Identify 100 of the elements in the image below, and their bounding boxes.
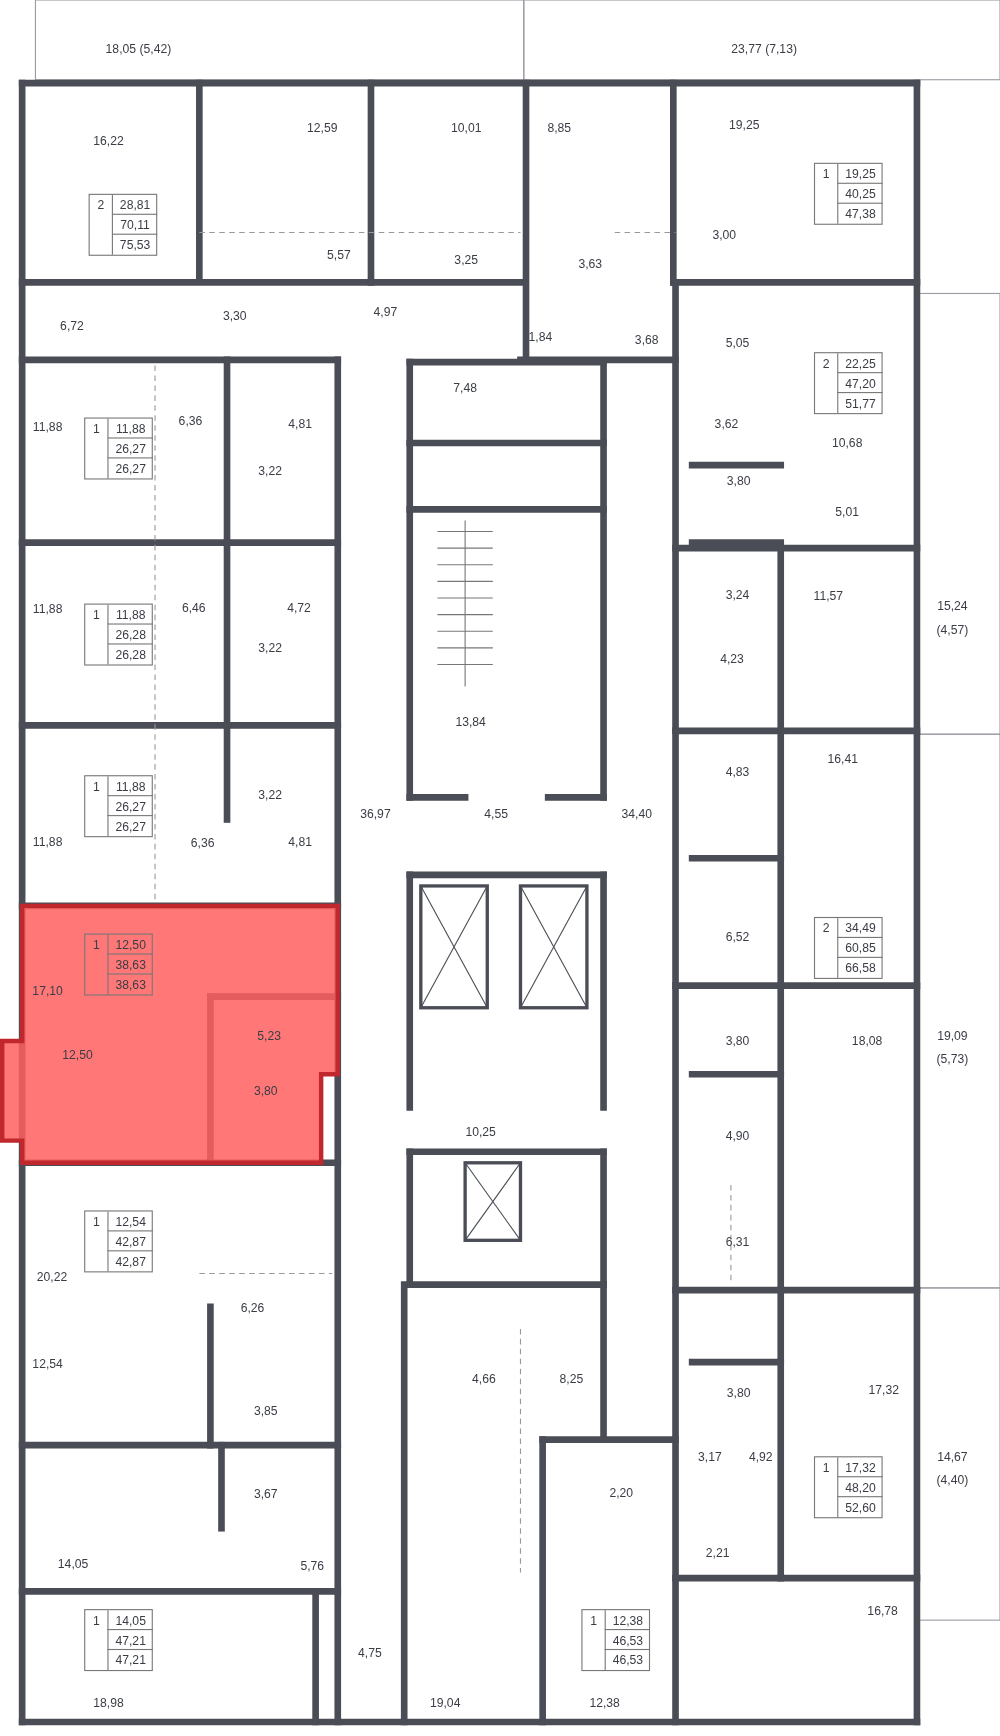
apartment-info-table: [813, 916, 883, 979]
area-label: 19,25: [728, 117, 760, 134]
room-count: 1: [91, 1612, 101, 1629]
area-label: 3,68: [634, 331, 659, 349]
area-label: 6,36: [178, 412, 203, 429]
area-label: 16,78: [867, 1603, 898, 1620]
area-label: 3,22: [258, 639, 283, 656]
area-label: 14,67 (4,40): [935, 1448, 970, 1489]
area-label: 3,67: [253, 1485, 278, 1503]
area-label: 4,81: [288, 833, 312, 850]
room-count: 1: [91, 778, 101, 795]
area-label: 34,40: [621, 805, 652, 823]
area-label: 18,05 (5,42): [105, 40, 172, 58]
area-label: 4,75: [358, 1645, 382, 1662]
area-value: 11,88: [107, 418, 153, 439]
area-label: 11,88: [32, 600, 63, 618]
area-value: 26,27: [107, 816, 153, 837]
area-label: 5,01: [835, 503, 860, 520]
area-label: 10,01: [451, 120, 482, 137]
area-label: 14,05: [57, 1555, 89, 1572]
area-label: 4,66: [472, 1370, 496, 1387]
area-label: 6,26: [240, 1299, 265, 1316]
area-label: 36,97: [360, 805, 391, 823]
area-value: 42,87: [107, 1251, 153, 1272]
area-label: 6,52: [725, 928, 750, 946]
area-label: 11,57: [813, 587, 844, 604]
area-label: 5,23: [257, 1028, 281, 1045]
area-label: 19,04: [429, 1695, 461, 1712]
area-label: 3,30: [222, 307, 247, 324]
area-label: 3,85: [253, 1402, 278, 1419]
room-count: 1: [821, 166, 831, 183]
area-label: 11,88: [32, 419, 63, 436]
area-label: 6,31: [725, 1234, 750, 1251]
area-label: 4,90: [725, 1128, 750, 1145]
area-label: 4,72: [287, 599, 311, 617]
area-label: 12,54: [32, 1356, 63, 1373]
area-value: 46,53: [604, 1650, 651, 1670]
area-value: 46,53: [604, 1630, 651, 1651]
area-label: 2,20: [609, 1484, 634, 1501]
area-label: 18,08: [851, 1032, 883, 1050]
room-count: 1: [91, 420, 101, 438]
area-value: 28,81: [111, 194, 158, 215]
area-label: 8,25: [559, 1370, 584, 1387]
area-label: 12,50: [62, 1047, 93, 1064]
area-value: 75,53: [111, 234, 158, 255]
area-label: 3,22: [258, 787, 283, 804]
area-label: 12,38: [589, 1695, 620, 1712]
area-label: 6,36: [190, 834, 215, 851]
area-value: 47,20: [837, 373, 883, 394]
area-value: 19,25: [837, 163, 883, 184]
area-label: 4,97: [373, 304, 398, 321]
room-count: 1: [91, 1213, 101, 1231]
area-value: 51,77: [837, 393, 883, 414]
area-value: 22,25: [837, 353, 883, 374]
area-label: 4,81: [288, 416, 312, 433]
area-label: 3,17: [698, 1449, 722, 1466]
room-count: 2: [821, 355, 831, 372]
area-label: 3,25: [454, 252, 479, 269]
area-label: 1,84: [528, 328, 553, 345]
area-value: 60,85: [837, 938, 883, 958]
area-label: 5,57: [327, 246, 351, 263]
area-label: 3,22: [258, 462, 283, 479]
area-label: 18,98: [93, 1695, 124, 1712]
area-value: 12,50: [107, 934, 153, 955]
area-label: 23,77 (7,13): [731, 40, 797, 58]
apartment-info-table: [581, 1609, 651, 1672]
area-label: 7,48: [453, 379, 477, 396]
area-label: 3,62: [714, 416, 739, 433]
area-label: 10,25: [465, 1123, 496, 1140]
area-value: 66,58: [837, 957, 883, 978]
area-value: 40,25: [837, 183, 883, 204]
area-label: 5,05: [725, 335, 750, 352]
area-label: 4,55: [484, 805, 508, 823]
area-value: 70,11: [111, 214, 158, 235]
room-count: 1: [91, 606, 101, 624]
area-value: 26,27: [107, 438, 153, 459]
area-label: 4,23: [720, 650, 744, 668]
room-count: 2: [96, 197, 106, 214]
area-label: 3,80: [726, 1385, 751, 1402]
area-label: 8,85: [547, 120, 572, 137]
area-label: 17,32: [868, 1381, 899, 1398]
room-count: 1: [589, 1612, 598, 1629]
area-value: 38,63: [107, 954, 153, 975]
area-label: 3,24: [725, 586, 750, 603]
area-value: 26,28: [107, 624, 153, 645]
area-label: 3,80: [726, 472, 751, 489]
area-value: 14,05: [107, 1610, 153, 1631]
area-label: 16,22: [93, 132, 124, 149]
area-label: 4,92: [748, 1449, 773, 1466]
area-label: 2,21: [705, 1544, 730, 1561]
area-value: 42,87: [107, 1231, 153, 1252]
room-count: 1: [91, 937, 101, 954]
area-label: 3,63: [578, 255, 603, 272]
area-label: 11,88: [32, 833, 63, 850]
area-value: 38,63: [107, 974, 153, 995]
area-label: 3,00: [712, 226, 737, 243]
area-value: 52,60: [837, 1497, 883, 1518]
area-value: 26,27: [107, 458, 153, 479]
area-value: 12,38: [604, 1610, 651, 1631]
area-value: 47,38: [837, 203, 883, 224]
